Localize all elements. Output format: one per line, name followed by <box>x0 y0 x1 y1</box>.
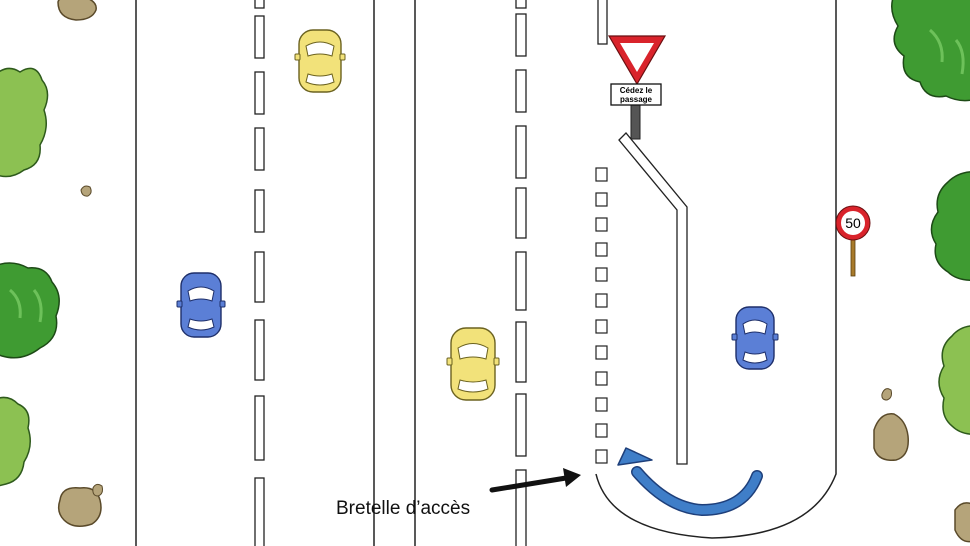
ramp-top-marking <box>597 0 608 45</box>
yield-plate-line2: passage <box>620 95 653 104</box>
lane-markings-left <box>254 0 265 546</box>
lane-markings-right <box>515 0 527 546</box>
tree-highlight <box>928 28 965 75</box>
tree-highlight <box>8 288 43 323</box>
yield-sign: Cédez le passage <box>607 35 667 140</box>
highway <box>135 0 416 546</box>
arrow-head <box>617 447 653 466</box>
yellow-car <box>446 327 500 401</box>
on-ramp <box>595 0 837 539</box>
speed-limit-value: 50 <box>845 215 861 231</box>
ramp-curve-edge <box>595 0 837 539</box>
left-roadside <box>0 0 103 527</box>
rock <box>92 483 103 497</box>
tree <box>0 262 60 359</box>
bush <box>938 325 970 435</box>
yield-triangle-inner <box>620 43 654 72</box>
yellow-car <box>294 29 346 93</box>
blue-car <box>731 306 779 370</box>
ramp-merge-markings <box>595 167 608 464</box>
yield-plate-line1: Cédez le <box>620 86 653 95</box>
rock <box>57 487 102 527</box>
rock <box>873 413 909 461</box>
speed-sign-post <box>850 237 856 277</box>
tree <box>930 171 970 282</box>
rock <box>954 502 970 543</box>
yield-plate <box>610 83 662 106</box>
right-roadside <box>873 0 970 543</box>
ramp-caption: Bretelle d’accès <box>336 498 470 519</box>
blue-car <box>176 272 226 338</box>
yield-sign-post <box>630 103 641 140</box>
ramp-gore-island <box>618 132 688 465</box>
rock <box>80 185 92 197</box>
speed-limit-sign: 50 <box>835 205 871 277</box>
ramp-direction-arrow <box>617 447 763 517</box>
arrow-body-fill <box>632 467 762 515</box>
tree <box>891 0 970 102</box>
bush <box>0 67 49 178</box>
speed-sign-face <box>841 211 865 235</box>
label-pointer-arrow <box>489 468 581 493</box>
rock <box>57 0 97 21</box>
bush <box>0 396 31 487</box>
rock <box>881 388 892 401</box>
